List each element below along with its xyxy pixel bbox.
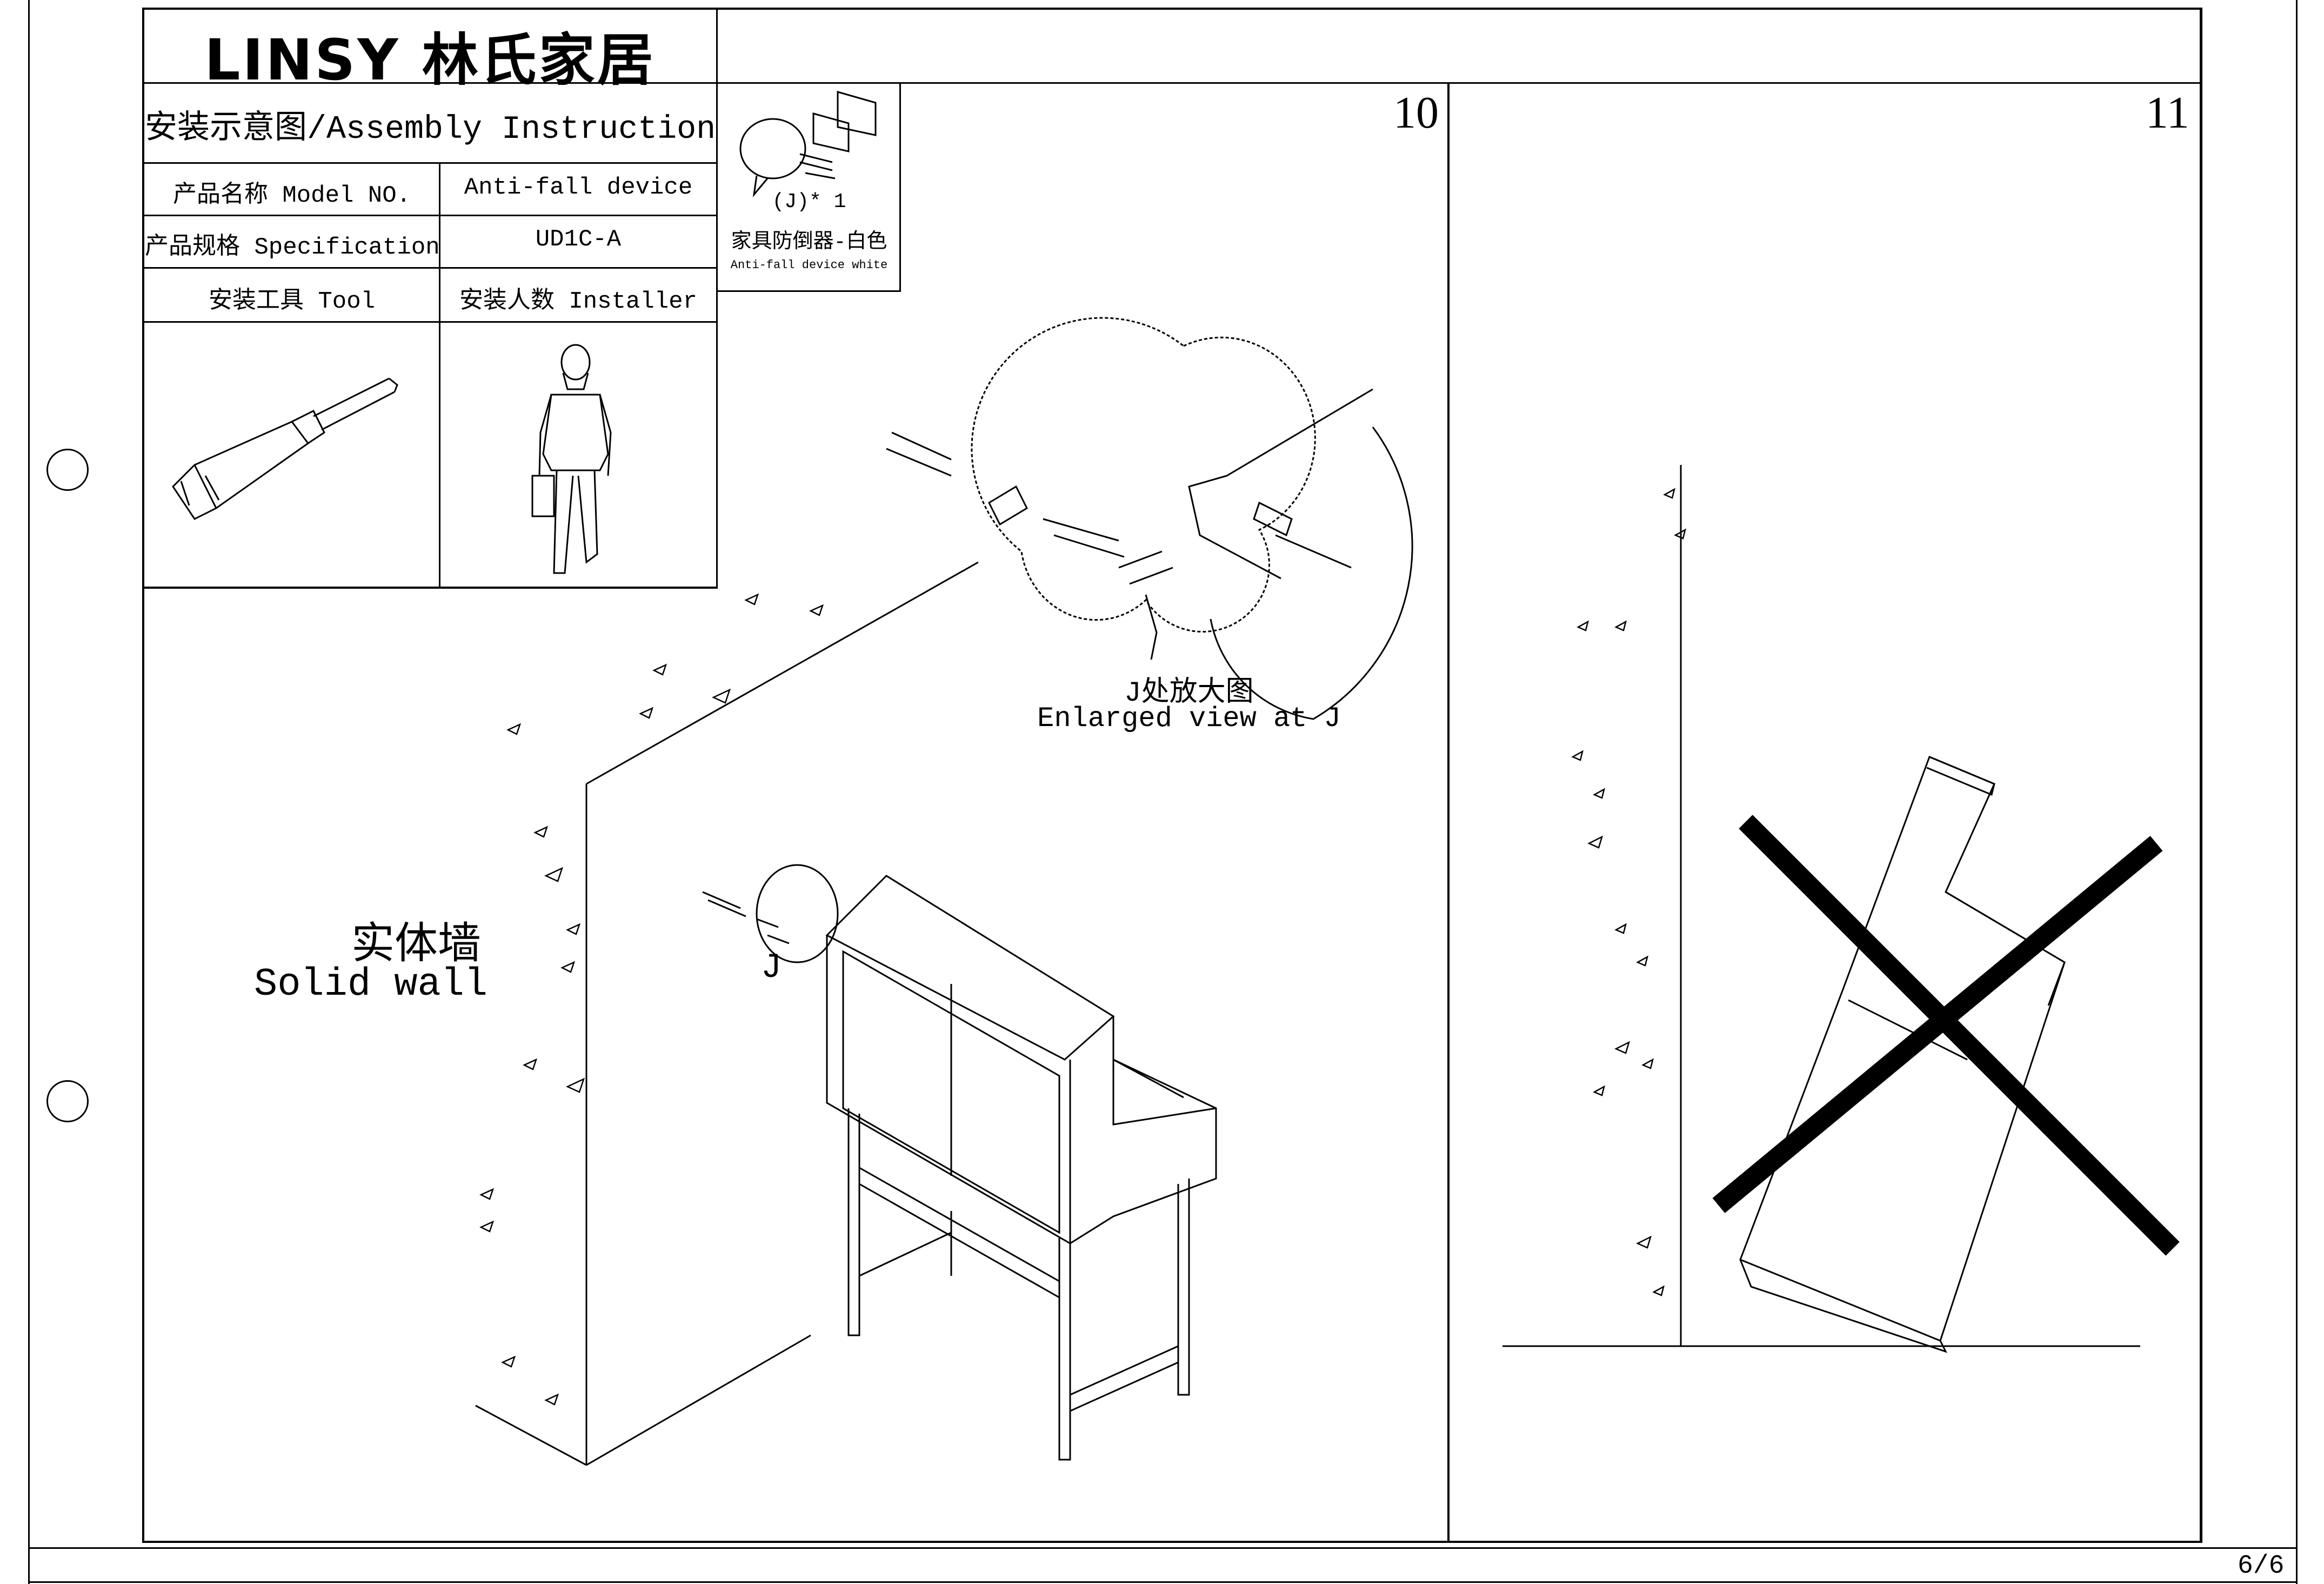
part-name-en: Anti-fall device white <box>730 258 888 272</box>
binding-hole-bottom <box>46 1080 89 1122</box>
step-divider <box>1447 82 1450 1543</box>
header-cell-divider <box>716 8 718 83</box>
binding-margin-line <box>28 0 30 1584</box>
table-line <box>716 82 718 588</box>
enlarged-label-cn: J处放大图 <box>1124 677 1254 709</box>
spec-label: 产品规格 Specification <box>145 234 440 261</box>
part-quantity: (J)* 1 <box>772 190 846 214</box>
spec-value: UD1C-A <box>535 226 622 253</box>
step11-wall-texture <box>1571 488 1686 1296</box>
tipping-cabinet <box>1739 756 2066 1353</box>
table-line <box>142 267 718 269</box>
model-label: 产品名称 Model NO. <box>172 182 411 209</box>
enlarged-label-en: Enlarged view at J <box>1037 703 1341 735</box>
wall-label-cn: 实体墙 <box>351 922 481 971</box>
wrong-cross-icon <box>1712 815 2180 1256</box>
page-number: 6/6 <box>2238 1552 2285 1581</box>
wall-texture <box>479 593 824 1406</box>
cabinet-drawing <box>825 875 1217 1461</box>
enlarged-detail-circle <box>886 317 1413 720</box>
part-box <box>717 84 901 292</box>
page-bottom-line <box>28 1581 2297 1583</box>
right-strip-line <box>2200 8 2201 1543</box>
binding-hole-top <box>46 449 89 491</box>
wall-label-en: Solid wall <box>254 962 488 1007</box>
table-line <box>142 215 718 216</box>
table-line <box>142 321 718 323</box>
installer-person-icon <box>531 344 612 574</box>
footer-divider <box>28 1547 2297 1549</box>
tool-label: 安装工具 Tool <box>208 288 376 315</box>
drawing-border <box>142 8 2202 1543</box>
installer-label: 安装人数 Installer <box>459 288 698 315</box>
solid-wall <box>475 561 979 1466</box>
table-line <box>142 587 718 589</box>
page-right-line <box>2296 0 2298 1584</box>
brand-logo: LINSY 林氏家居 <box>204 27 656 93</box>
detail-circle-j <box>702 864 839 963</box>
step-number-10: 10 <box>1393 88 1439 138</box>
step11-wall <box>1502 465 2140 1347</box>
page-title: 安装示意图/Assembly Instruction <box>145 111 716 148</box>
marker-j: J <box>761 949 782 988</box>
table-line <box>439 162 440 588</box>
screwdriver-icon <box>172 377 398 520</box>
part-name-cn: 家具防倒器-白色 <box>731 231 887 254</box>
part-illustration <box>739 91 877 198</box>
model-value: Anti-fall device <box>464 174 693 201</box>
step-number-11: 11 <box>2146 88 2189 138</box>
header-divider <box>142 82 2201 84</box>
table-line <box>142 162 718 164</box>
